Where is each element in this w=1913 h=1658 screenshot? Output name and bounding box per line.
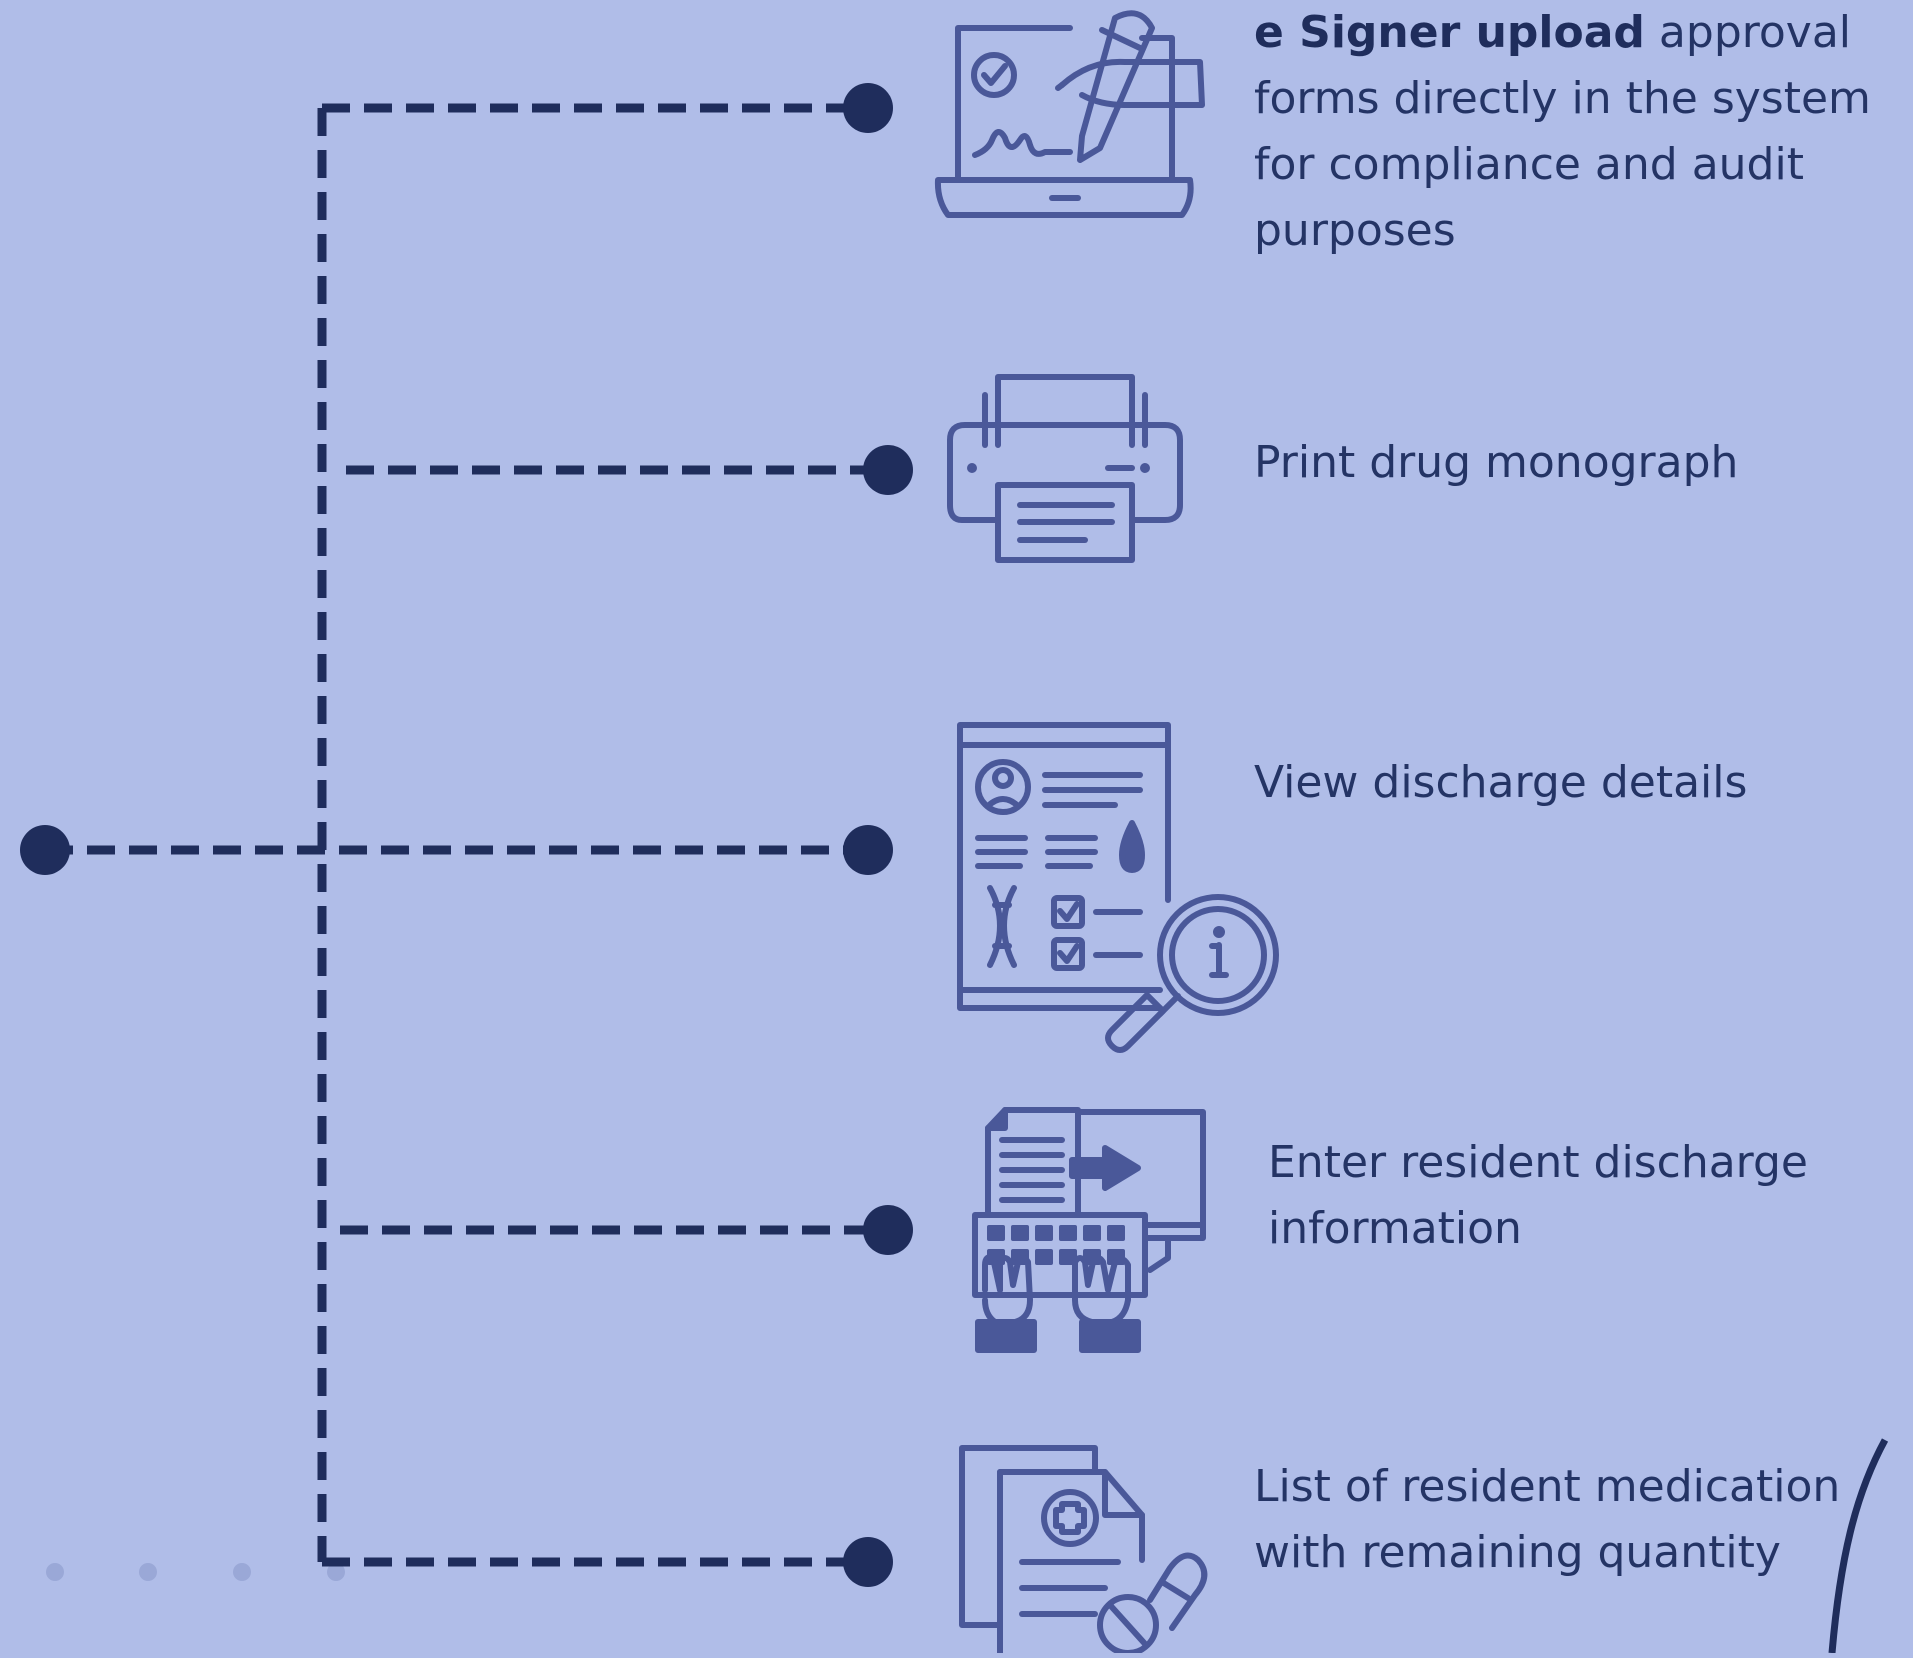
medical-report-search-icon (957, 722, 1279, 1053)
printer-icon (947, 374, 1183, 563)
feature-label-e-signer: approval forms directly in the system fo… (1254, 7, 1871, 256)
node-2 (863, 445, 913, 495)
node-1 (843, 83, 893, 133)
feature-text-print: Print drug monograph (1254, 430, 1894, 496)
feature-text-medication-list: List of resident medication with remaini… (1254, 1454, 1894, 1586)
feature-bold-e-signer: e Signer upload (1254, 7, 1645, 58)
feature-label-medication-list: List of resident medication with remaini… (1254, 1461, 1841, 1578)
feature-label-view-discharge: View discharge details (1254, 757, 1748, 808)
connector-nodes (20, 83, 913, 1587)
feature-text-enter-discharge: Enter resident discharge information (1268, 1130, 1868, 1262)
decorative-dots (46, 1563, 345, 1581)
feature-text-e-signer: e Signer upload approval forms directly … (1254, 0, 1913, 264)
node-4 (863, 1205, 913, 1255)
root-node (20, 825, 70, 875)
feature-label-enter-discharge: Enter resident discharge information (1268, 1137, 1808, 1254)
node-5 (843, 1537, 893, 1587)
feature-text-view-discharge: View discharge details (1254, 750, 1814, 816)
data-entry-keyboard-icon (972, 1107, 1206, 1353)
prescription-pills-icon (959, 1445, 1208, 1656)
node-3 (843, 825, 893, 875)
decorative-arc (1828, 1438, 1889, 1654)
feature-label-print: Print drug monograph (1254, 437, 1739, 488)
laptop-signature-icon (934, 10, 1205, 218)
connector-lines (45, 103, 886, 1567)
